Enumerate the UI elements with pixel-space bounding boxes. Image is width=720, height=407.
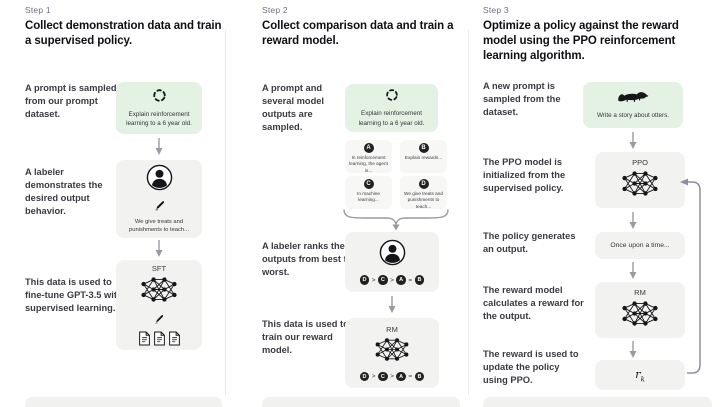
- neural-network-icon: [373, 336, 411, 368]
- option-text: We give treats and punishments to teach.…: [404, 191, 443, 209]
- ranking-row: D > C > A = B: [359, 275, 425, 285]
- rank-badge: C: [378, 371, 388, 382]
- step2-rm-box: RM D > C > A = B: [345, 318, 439, 388]
- step1-labeler-note: We give treats and punishments to teach.…: [129, 218, 189, 233]
- brace-merge-arrow: [343, 209, 449, 231]
- step3-rm-box: RM: [595, 282, 685, 338]
- sampling-icon: [152, 88, 167, 108]
- column-divider: [225, 30, 226, 395]
- neural-network-icon: [139, 275, 179, 309]
- step3-ppo-box: PPO: [595, 152, 685, 208]
- pencil-icon: [154, 311, 164, 329]
- step2-label: Step 2: [262, 5, 288, 15]
- rank-separator: >: [371, 373, 376, 380]
- reward-symbol: rk: [635, 366, 645, 384]
- sampling-icon: [385, 88, 399, 107]
- next-section-card-edge: [483, 397, 712, 407]
- option-text: Explain rewards...: [404, 155, 443, 160]
- rank-badge: A: [396, 371, 406, 382]
- step2-labeler-box: D > C > A = B: [345, 232, 439, 292]
- arrow-down-icon: [155, 138, 163, 155]
- arrow-down-icon: [629, 212, 637, 229]
- step3-heading: Optimize a policy against the reward mod…: [483, 20, 679, 63]
- step3-prompt-box: Write a story about otters.: [583, 82, 683, 128]
- column-divider: [468, 30, 469, 395]
- rank-badge: B: [414, 275, 425, 285]
- step2-prompt-box: Explain reinforcement learning to a 6 ye…: [345, 84, 438, 132]
- rank-separator: =: [408, 373, 413, 380]
- step1-prompt-box: Explain reinforcement learning to a 6 ye…: [116, 82, 202, 134]
- step2-heading: Collect comparison data and train a rewa…: [262, 20, 454, 48]
- rank-separator: =: [408, 276, 413, 284]
- step2-row3-caption: This data is used to train our reward mo…: [262, 319, 349, 356]
- option-letter-badge: D: [418, 179, 429, 189]
- step3-reward-box: rk: [595, 360, 685, 390]
- step3-row5-caption: The reward is used to update the policy …: [483, 349, 579, 386]
- neural-network-icon: [620, 169, 660, 203]
- arrow-down-icon: [155, 240, 163, 257]
- option-letter-badge: B: [418, 143, 429, 153]
- feedback-loop-arrow: [680, 178, 701, 374]
- neural-network-icon: [620, 299, 660, 333]
- next-section-card-edge: [262, 397, 460, 407]
- next-section-card-edge: [25, 397, 222, 407]
- step3-row3-caption: The policy generates an output.: [483, 231, 576, 255]
- option-letter-badge: A: [363, 143, 374, 153]
- option-text: In machine learning...: [357, 191, 380, 203]
- output-option-d: D We give treats and punishments to teac…: [400, 176, 447, 209]
- step2-row1-caption: A prompt and several model outputs are s…: [262, 83, 325, 133]
- sft-label: SFT: [151, 264, 167, 273]
- arrow-down-icon: [388, 296, 396, 313]
- ranking-row: D > C > A = B: [359, 371, 425, 382]
- step1-label: Step 1: [25, 5, 51, 15]
- step2-prompt-text: Explain reinforcement learning to a 6 ye…: [358, 110, 425, 127]
- labeler-icon: [146, 164, 173, 196]
- step1-row3-caption: This data is used to fine-tune GPT-3.5 w…: [25, 277, 123, 314]
- option-text: In reinforcement learning, the agent is.…: [349, 155, 388, 173]
- rm-label: RM: [386, 324, 398, 334]
- step2-row2-caption: A labeler ranks the outputs from best to…: [262, 241, 353, 278]
- step3-prompt-text: Write a story about otters.: [597, 112, 669, 120]
- rank-badge: D: [359, 275, 370, 285]
- output-option-a: A In reinforcement learning, the agent i…: [345, 140, 392, 173]
- step1-heading: Collect demonstration data and train a s…: [25, 20, 222, 48]
- step1-sft-box: SFT: [116, 260, 202, 350]
- labeler-icon: [379, 239, 406, 271]
- step1-prompt-text: Explain reinforcement learning to a 6 ye…: [126, 110, 192, 127]
- step3-output-box: Once upon a time...: [595, 232, 685, 259]
- rank-badge: A: [396, 275, 406, 285]
- rank-badge: B: [414, 371, 425, 382]
- arrow-down-icon: [629, 132, 637, 149]
- step3-output-text: Once upon a time...: [610, 241, 670, 249]
- rank-separator: >: [390, 276, 394, 284]
- step1-row2-caption: A labeler demonstrates the desired outpu…: [25, 167, 103, 217]
- output-option-c: C In machine learning...: [345, 176, 392, 209]
- arrow-down-icon: [629, 262, 637, 279]
- rank-badge: C: [378, 275, 388, 285]
- arrow-down-icon: [629, 341, 637, 358]
- ppo-label: PPO: [632, 157, 648, 167]
- rank-separator: >: [371, 276, 376, 284]
- output-option-b: B Explain rewards...: [400, 140, 447, 173]
- option-letter-badge: C: [363, 179, 374, 189]
- step3-row4-caption: The reward model calculates a reward for…: [483, 285, 584, 322]
- step1-row1-caption: A prompt is sampled from our prompt data…: [25, 83, 117, 120]
- step3-row1-caption: A new prompt is sampled from the dataset…: [483, 81, 561, 118]
- otter-icon: [617, 89, 649, 109]
- step3-row2-caption: The PPO model is initialized from the su…: [483, 157, 566, 194]
- rm-label: RM: [634, 287, 646, 297]
- pencil-icon: [154, 198, 165, 216]
- step1-labeler-box: We give treats and punishments to teach.…: [116, 160, 202, 238]
- step3-label: Step 3: [483, 5, 509, 15]
- rank-separator: >: [390, 373, 394, 380]
- documents-icon: [138, 331, 181, 346]
- rank-badge: D: [359, 371, 370, 382]
